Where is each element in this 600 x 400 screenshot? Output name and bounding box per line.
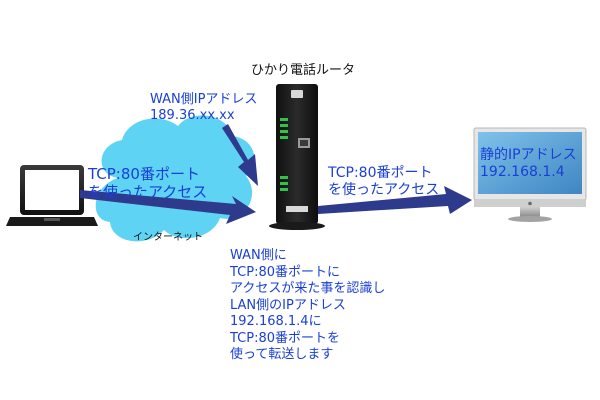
left-access-label: TCP:80番ポート を使ったアクセス: [88, 165, 207, 201]
explanation-line: TCP:80番ポートに: [230, 264, 341, 280]
explanation-line: TCP:80番ポートを: [230, 330, 341, 346]
router-icon: [269, 84, 325, 230]
arrow-router-to-monitor: [318, 186, 472, 214]
explanation-line: 192.168.1.4に: [230, 314, 322, 329]
explanation-line: LAN側のIPアドレス: [230, 297, 346, 313]
static-ip-line1: 静的IPアドレス: [480, 147, 577, 163]
laptop-icon: [6, 165, 98, 226]
static-ip-label: 静的IPアドレス 192.168.1.4: [480, 147, 577, 181]
left-access-line1: TCP:80番ポート: [88, 165, 200, 183]
left-access-line2: を使ったアクセス: [88, 183, 208, 201]
internet-label: インターネット: [133, 232, 203, 243]
explanation-line: アクセスが来た事を認識し: [230, 281, 386, 296]
wan-address-line2: 189.36.xx.xx: [150, 107, 235, 123]
monitor-icon: [473, 127, 587, 222]
right-access-label: TCP:80番ポート を使ったアクセス: [328, 165, 439, 199]
static-ip-line2: 192.168.1.4: [480, 163, 565, 180]
wan-address-label: WAN側IPアドレス 189.36.xx.xx: [150, 92, 257, 123]
explanation-text: WAN側に TCP:80番ポートに アクセスが来た事を認識し LAN側のIPアド…: [230, 248, 385, 364]
arrow-wan-to-router: [222, 124, 258, 186]
router-title: ひかり電話ルータ: [251, 63, 356, 78]
explanation-line: WAN側に: [230, 248, 287, 263]
right-access-line2: を使ったアクセス: [328, 181, 440, 198]
right-access-line1: TCP:80番ポート: [328, 165, 433, 181]
wan-address-line1: WAN側IPアドレス: [150, 92, 258, 107]
arrow-cloud-to-router: [80, 190, 256, 224]
explanation-line: 使って転送します: [230, 347, 334, 362]
